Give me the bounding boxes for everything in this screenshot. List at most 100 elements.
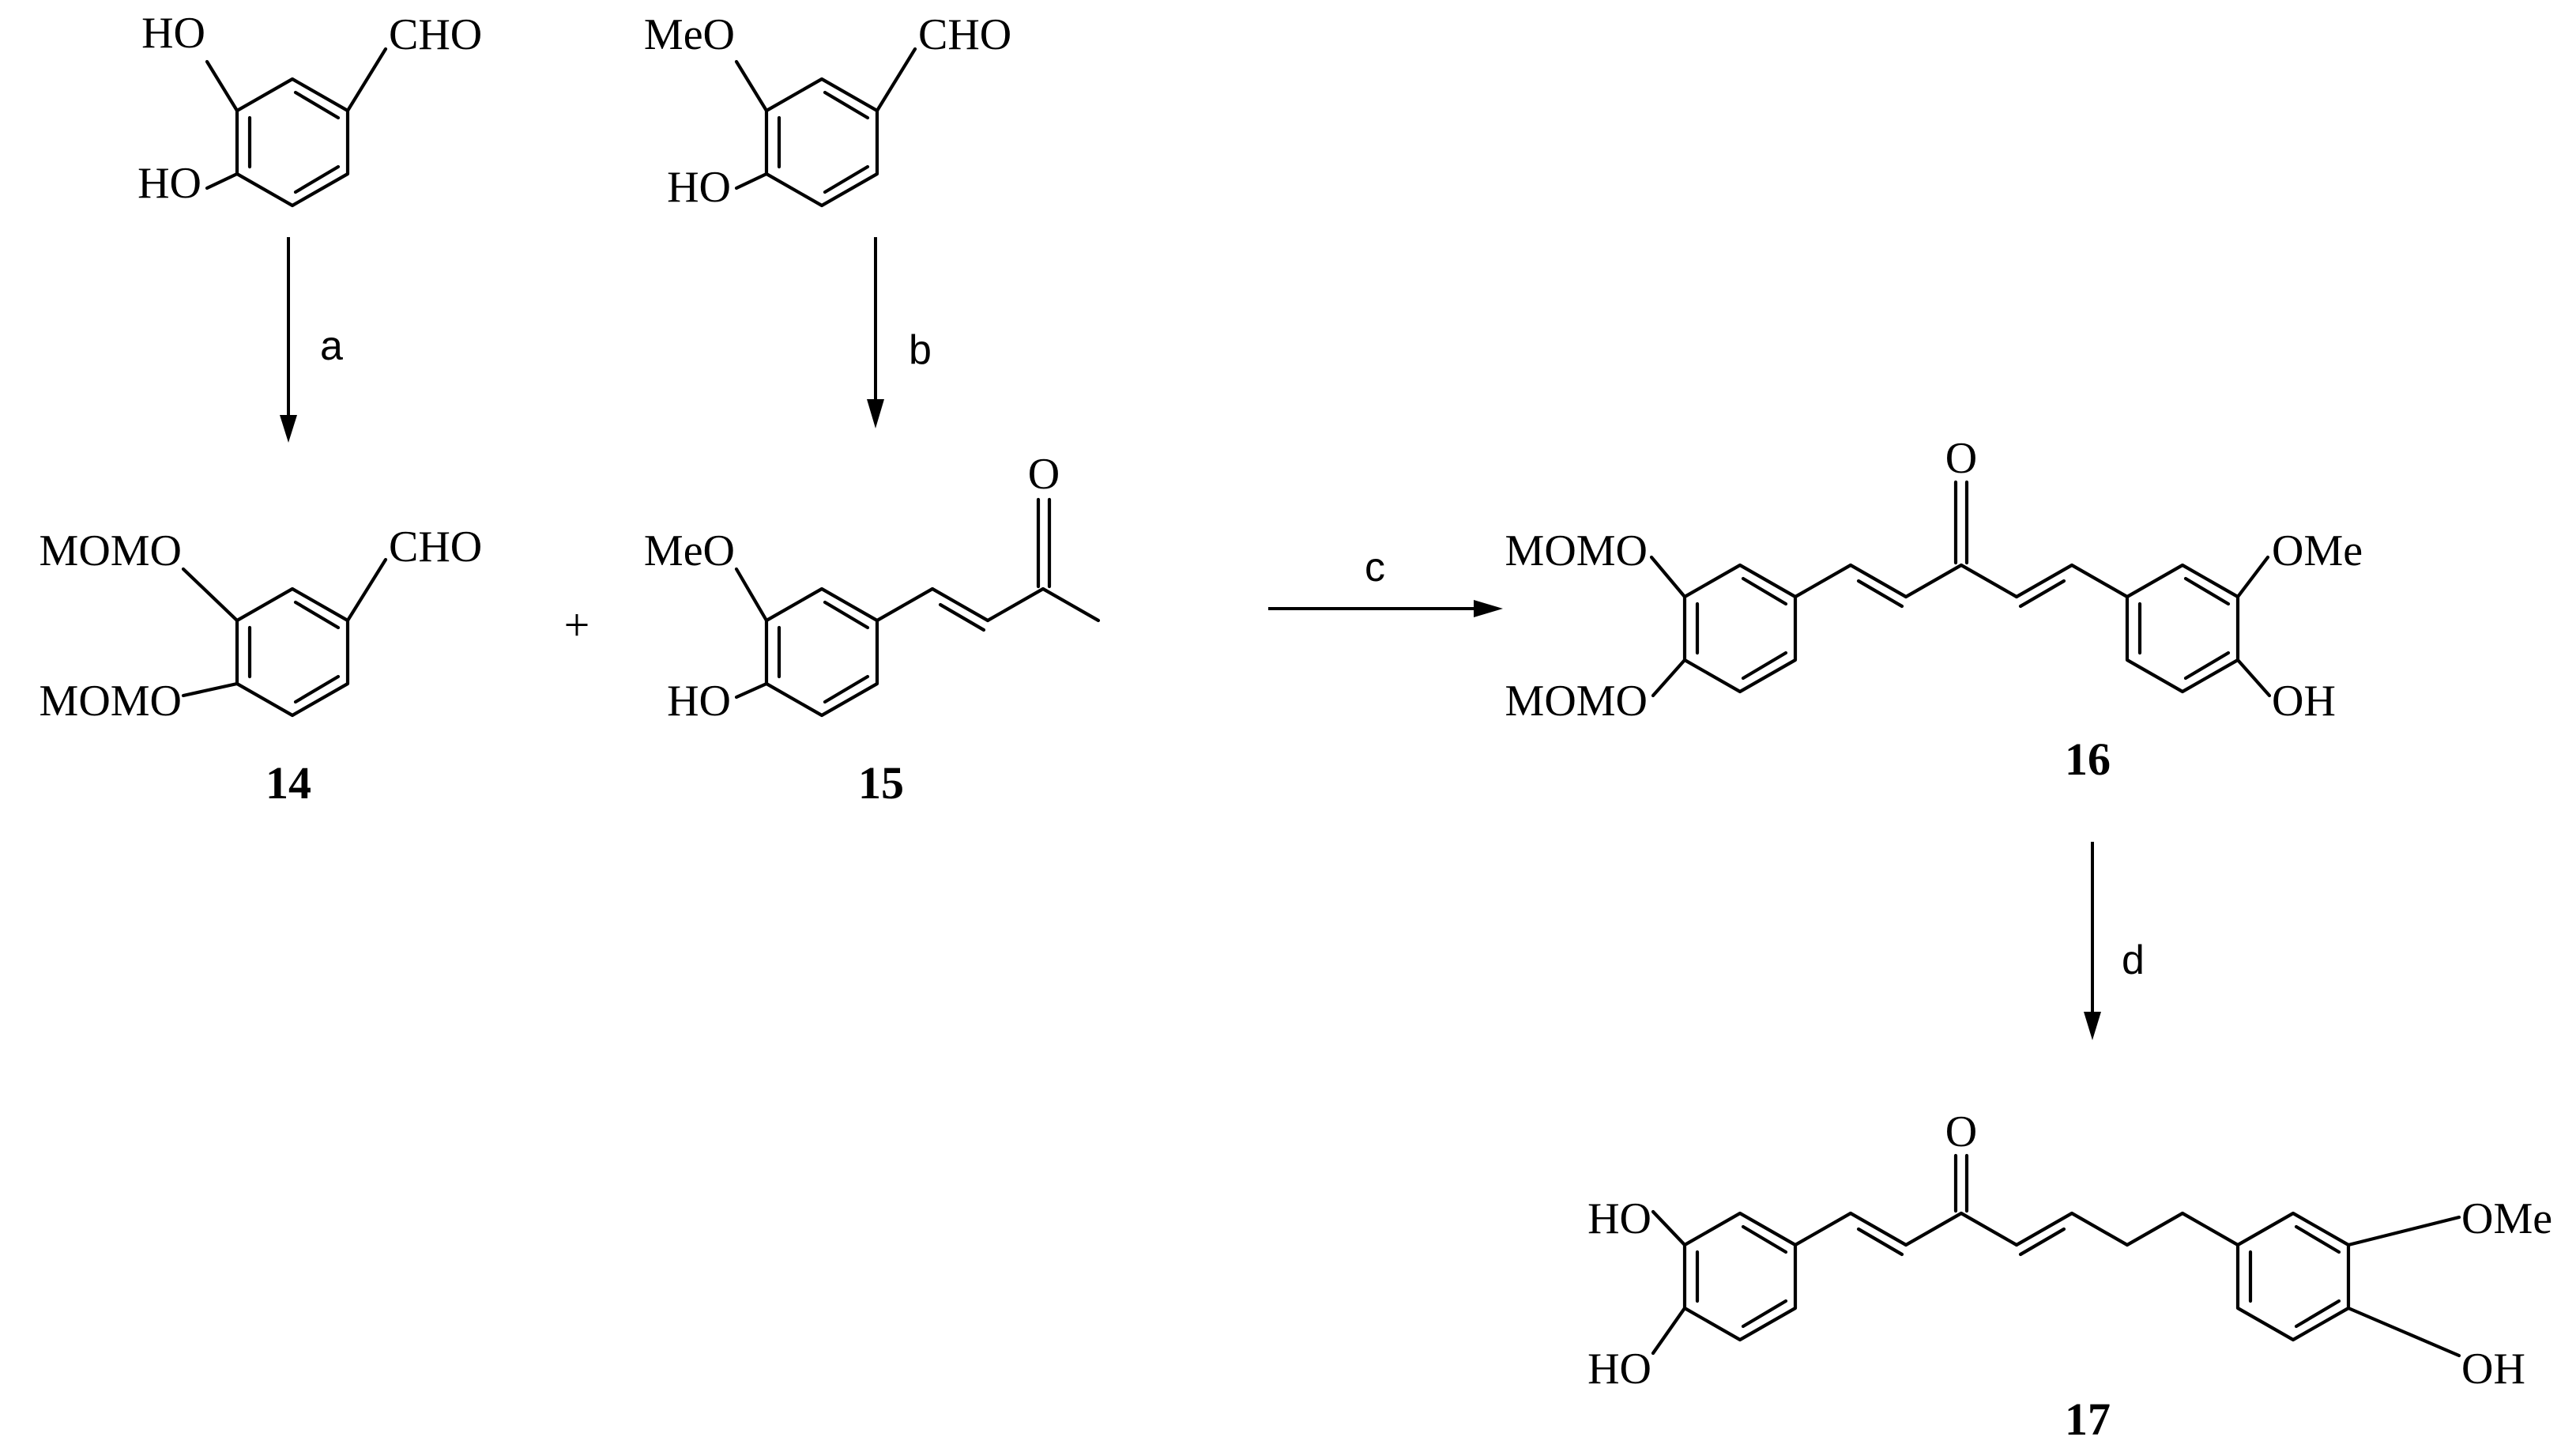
bond [930, 586, 990, 623]
bond [734, 681, 769, 700]
double-bond [2018, 1227, 2066, 1257]
bond [1848, 1211, 1908, 1247]
atom-label-o: O [1028, 450, 1060, 499]
double-bond [938, 602, 986, 632]
benzene-ring [764, 586, 879, 718]
bond [205, 172, 239, 190]
bond [2069, 563, 2130, 599]
bond [345, 47, 388, 113]
atom-label-cho: CHO [918, 10, 1011, 59]
atom-label-oh: OH [2272, 677, 2336, 726]
bond [985, 586, 1045, 623]
double-bond [293, 600, 341, 630]
double-bond [1741, 576, 1788, 606]
atom-label-momo: MOMO [1505, 526, 1648, 575]
bond [345, 557, 388, 623]
bond [1651, 1209, 1687, 1247]
atom-label-cho: CHO [389, 522, 482, 571]
double-bond [293, 90, 341, 120]
atom-label-ome: OMe [2461, 1194, 2552, 1243]
atom-label-ho: HO [1587, 1194, 1651, 1243]
bond [2346, 1306, 2461, 1358]
double-bond [2183, 651, 2231, 681]
benzene-ring [764, 77, 879, 208]
bond [2014, 1211, 2074, 1247]
atom-label-meo: MeO [644, 10, 735, 59]
atom-label-ho: HO [141, 9, 205, 58]
double-bond [823, 164, 870, 194]
bond [1959, 1211, 2019, 1247]
bond [734, 172, 769, 190]
arrow-head [280, 415, 297, 443]
atom-label-cho: CHO [389, 10, 482, 59]
benzene-ring [1682, 563, 1798, 694]
double-bond [2183, 576, 2231, 606]
arrow-c: c [1268, 545, 1503, 617]
sm-dihydroxybenzaldehyde: HO HO CHO [137, 9, 482, 208]
arrow-b: b [867, 237, 932, 428]
bond [2125, 1211, 2185, 1247]
benzene-ring [235, 77, 350, 208]
bond [181, 567, 239, 623]
condition-label: c [1365, 545, 1385, 590]
arrow-a: a [280, 237, 343, 443]
double-bond [2018, 579, 2066, 609]
condition-label: a [320, 323, 343, 369]
bond [1651, 1306, 1687, 1356]
double-bond [1856, 1227, 1904, 1257]
arrow-head [867, 399, 884, 428]
double-bond [1741, 1299, 1788, 1329]
atom-label-ho: HO [667, 163, 731, 212]
atom-label-ome: OMe [2272, 526, 2363, 575]
bond [1649, 555, 1687, 599]
double-bond [2294, 1224, 2341, 1254]
bond [181, 681, 239, 698]
compound-number: 17 [2065, 1394, 2111, 1445]
double-bond [823, 600, 870, 630]
condition-label: d [2122, 937, 2145, 983]
double-bond [1741, 1224, 1788, 1254]
atom-label-momo: MOMO [1505, 677, 1648, 726]
bond [2014, 563, 2074, 599]
compound-number: 14 [266, 757, 311, 809]
arrow-head [1474, 600, 1503, 617]
benzene-ring [2125, 563, 2240, 694]
bond [2180, 1211, 2240, 1247]
double-bond [823, 674, 870, 704]
compound-number: 15 [858, 757, 904, 809]
benzene-ring [1682, 1211, 1798, 1342]
double-bond [823, 90, 870, 120]
double-bond [1741, 651, 1788, 681]
compound-16: O MOMO MOMO OMe OH 16 [1505, 434, 2363, 785]
bond [1904, 563, 1964, 599]
atom-label-ho: HO [1587, 1345, 1651, 1394]
double-bond [293, 164, 341, 194]
bond [205, 59, 239, 113]
plus-sign: + [564, 599, 590, 651]
atom-label-o: O [1945, 434, 1977, 483]
bond [1848, 563, 1908, 599]
arrow-d: d [2084, 842, 2145, 1040]
bond [2235, 555, 2270, 599]
bond [734, 59, 769, 113]
compound-17: O HO HO OMe OH 17 [1587, 1107, 2552, 1445]
atom-label-oh: OH [2461, 1345, 2525, 1394]
bond [2235, 658, 2272, 698]
bond [875, 47, 917, 113]
atom-label-ho: HO [667, 677, 731, 726]
bond [2069, 1211, 2130, 1247]
sm-vanillin: MeO HO CHO [644, 10, 1011, 212]
atom-label-momo: MOMO [40, 677, 182, 726]
bond [1904, 1211, 1964, 1247]
bond [734, 567, 769, 623]
arrow-head [2084, 1012, 2101, 1040]
bond [1793, 563, 1853, 599]
bond [875, 586, 935, 623]
bond [1793, 1211, 1853, 1247]
atom-label-ho: HO [137, 159, 201, 208]
double-bond [293, 674, 341, 704]
double-bond [1856, 579, 1904, 609]
compound-15: O MeO HO 15 [644, 450, 1101, 809]
benzene-ring [2235, 1211, 2351, 1342]
